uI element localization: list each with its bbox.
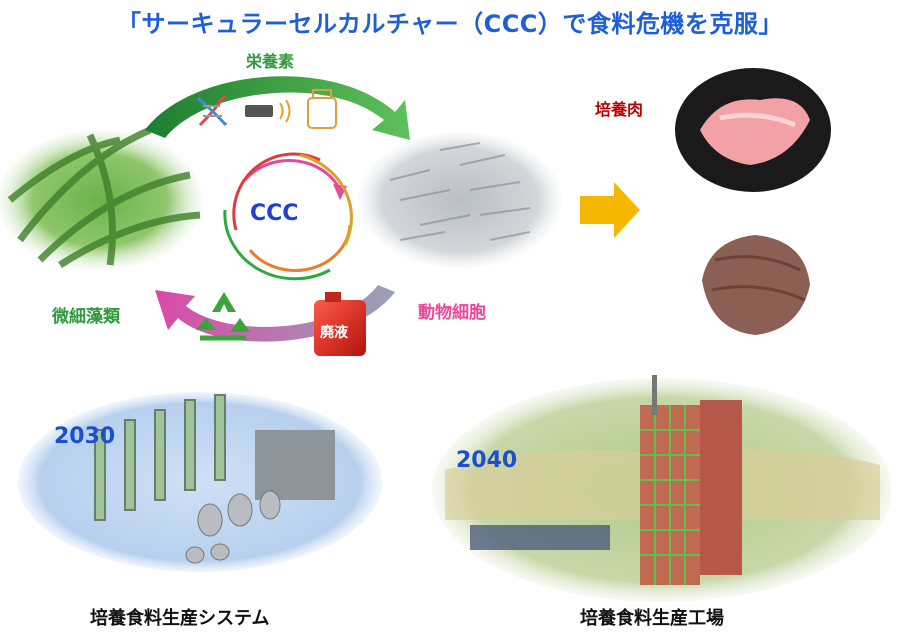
recycle-icon [196, 292, 250, 341]
dna-icon [197, 94, 228, 127]
animal-cells-label: 動物細胞 [418, 303, 486, 323]
production-system-image [18, 392, 382, 572]
battery-icon [245, 99, 291, 123]
production-factory-image [432, 375, 892, 602]
production-factory-caption: 培養食料生産工場 [580, 608, 724, 629]
animal-cells-image [358, 132, 562, 268]
right-arrow-icon [580, 182, 640, 238]
ccc-label: CCC [250, 201, 299, 226]
cultured-meat-label: 培養肉 [595, 100, 644, 119]
algae-label: 微細藻類 [52, 307, 120, 327]
year-2040: 2040 [456, 448, 518, 473]
algae-image [0, 126, 202, 270]
nutrients-label: 栄養素 [246, 52, 295, 71]
waste-liquid-label: 廃液 [320, 325, 348, 341]
nutrient-flow-arrow [145, 76, 410, 140]
ccc-circle-arrows [223, 152, 353, 281]
page-title: 「サーキュラーセルカルチャー（CCC）で食料危機を克服」 [117, 10, 783, 38]
cultured-meat-image-1 [675, 68, 831, 192]
production-system-caption: 培養食料生産システム [90, 608, 270, 629]
bottle-icon [307, 89, 337, 129]
cultured-meat-image-2 [678, 223, 834, 343]
waste-tank-icon [314, 292, 366, 356]
year-2030: 2030 [54, 424, 116, 449]
